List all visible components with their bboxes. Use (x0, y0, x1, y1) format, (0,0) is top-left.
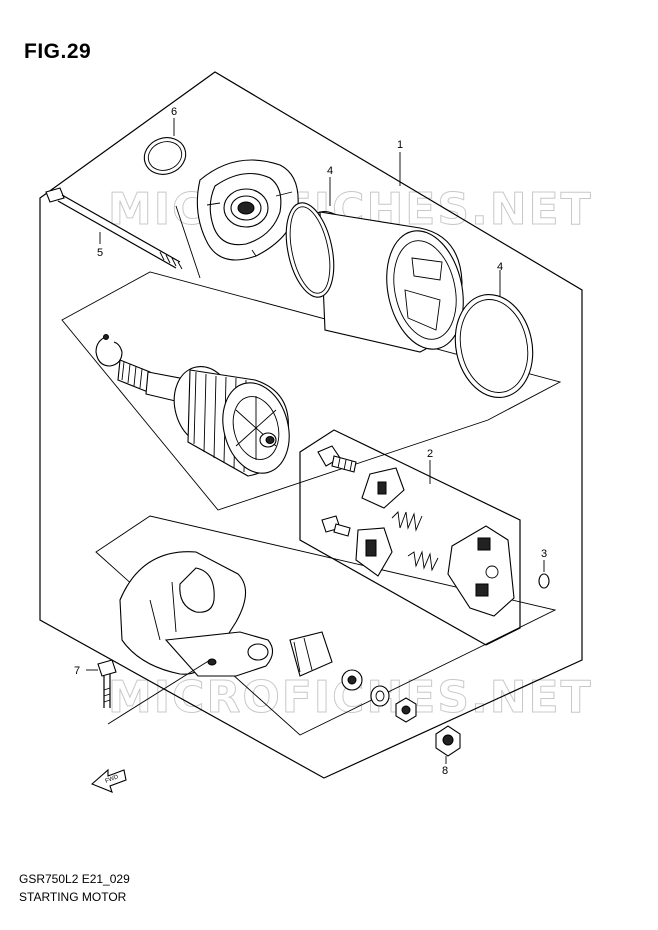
callout-6: 6 (171, 106, 177, 118)
flange-nut-8 (435, 725, 461, 757)
figure-code: GSR750L2 E21_029 (19, 872, 130, 886)
callout-4-front: 4 (327, 165, 333, 177)
fwd-arrow-icon: FWD (90, 768, 127, 793)
o-ring-4-rear (454, 293, 534, 399)
terminal-bolt (317, 445, 357, 473)
spring-b (407, 550, 439, 572)
callout-8: 8 (442, 765, 448, 777)
callout-2: 2 (427, 448, 433, 460)
washer-flat (341, 669, 363, 691)
bolt-7 (97, 659, 211, 725)
bracket-housing (119, 551, 274, 677)
brush-holder-a (361, 467, 405, 509)
o-ring-4-front (285, 202, 335, 298)
through-bolt-5 (45, 187, 201, 279)
callout-7: 7 (74, 665, 80, 677)
brush-holder-b (355, 527, 393, 577)
brush-plate (447, 525, 515, 617)
callout-4-rear: 4 (497, 261, 503, 273)
figure-title: FIG.29 (24, 40, 92, 63)
armature-plane (61, 271, 562, 511)
bracket-plane (95, 515, 557, 736)
callout-5: 5 (97, 247, 103, 259)
terminal-bolt-b (321, 515, 351, 537)
circlip (95, 334, 123, 367)
fwd-label: FWD (105, 774, 121, 785)
washer-3 (538, 573, 550, 589)
brush-sleeve (289, 631, 333, 677)
washer-spring (370, 685, 390, 707)
figure-name: STARTING MOTOR (19, 890, 127, 904)
end-cover (196, 159, 299, 261)
callout-3: 3 (541, 548, 547, 560)
nut (395, 697, 417, 723)
o-ring-6 (143, 137, 187, 175)
assembly-outline (39, 71, 583, 779)
callout-1: 1 (397, 139, 403, 151)
leader-lines (86, 118, 545, 764)
brush-kit-outline (299, 429, 521, 646)
armature (117, 359, 290, 477)
spring-a (391, 511, 423, 532)
